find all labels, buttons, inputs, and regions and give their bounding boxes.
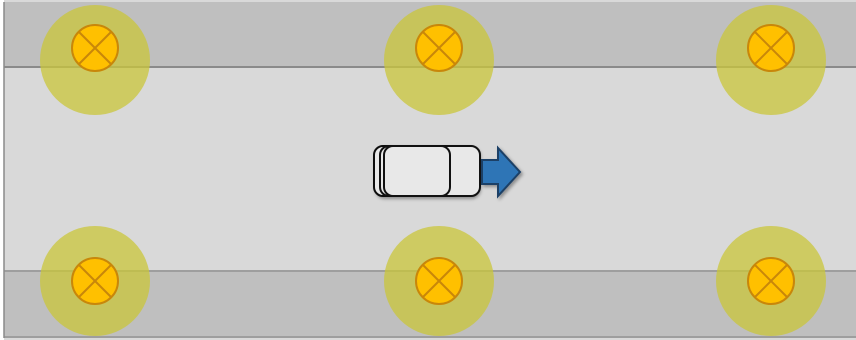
lamp-bottom-right bbox=[716, 226, 826, 336]
lamp-cross-mark bbox=[754, 264, 788, 298]
lamp-cross-mark bbox=[422, 264, 456, 298]
lamp-cross-mark bbox=[78, 31, 112, 65]
lamp-top-left bbox=[40, 5, 150, 115]
lamp-top-right bbox=[716, 5, 826, 115]
lamp-top-center bbox=[384, 5, 494, 115]
direction-arrow-icon bbox=[481, 145, 522, 199]
lamp-cross-mark bbox=[422, 31, 456, 65]
vehicle-cabin bbox=[383, 145, 451, 197]
lamp-cross-mark bbox=[78, 264, 112, 298]
lamp-cross-mark bbox=[754, 31, 788, 65]
lamp-bottom-center bbox=[384, 226, 494, 336]
street-lamps bbox=[40, 5, 826, 336]
lamp-bottom-left bbox=[40, 226, 150, 336]
vehicle bbox=[373, 145, 522, 199]
